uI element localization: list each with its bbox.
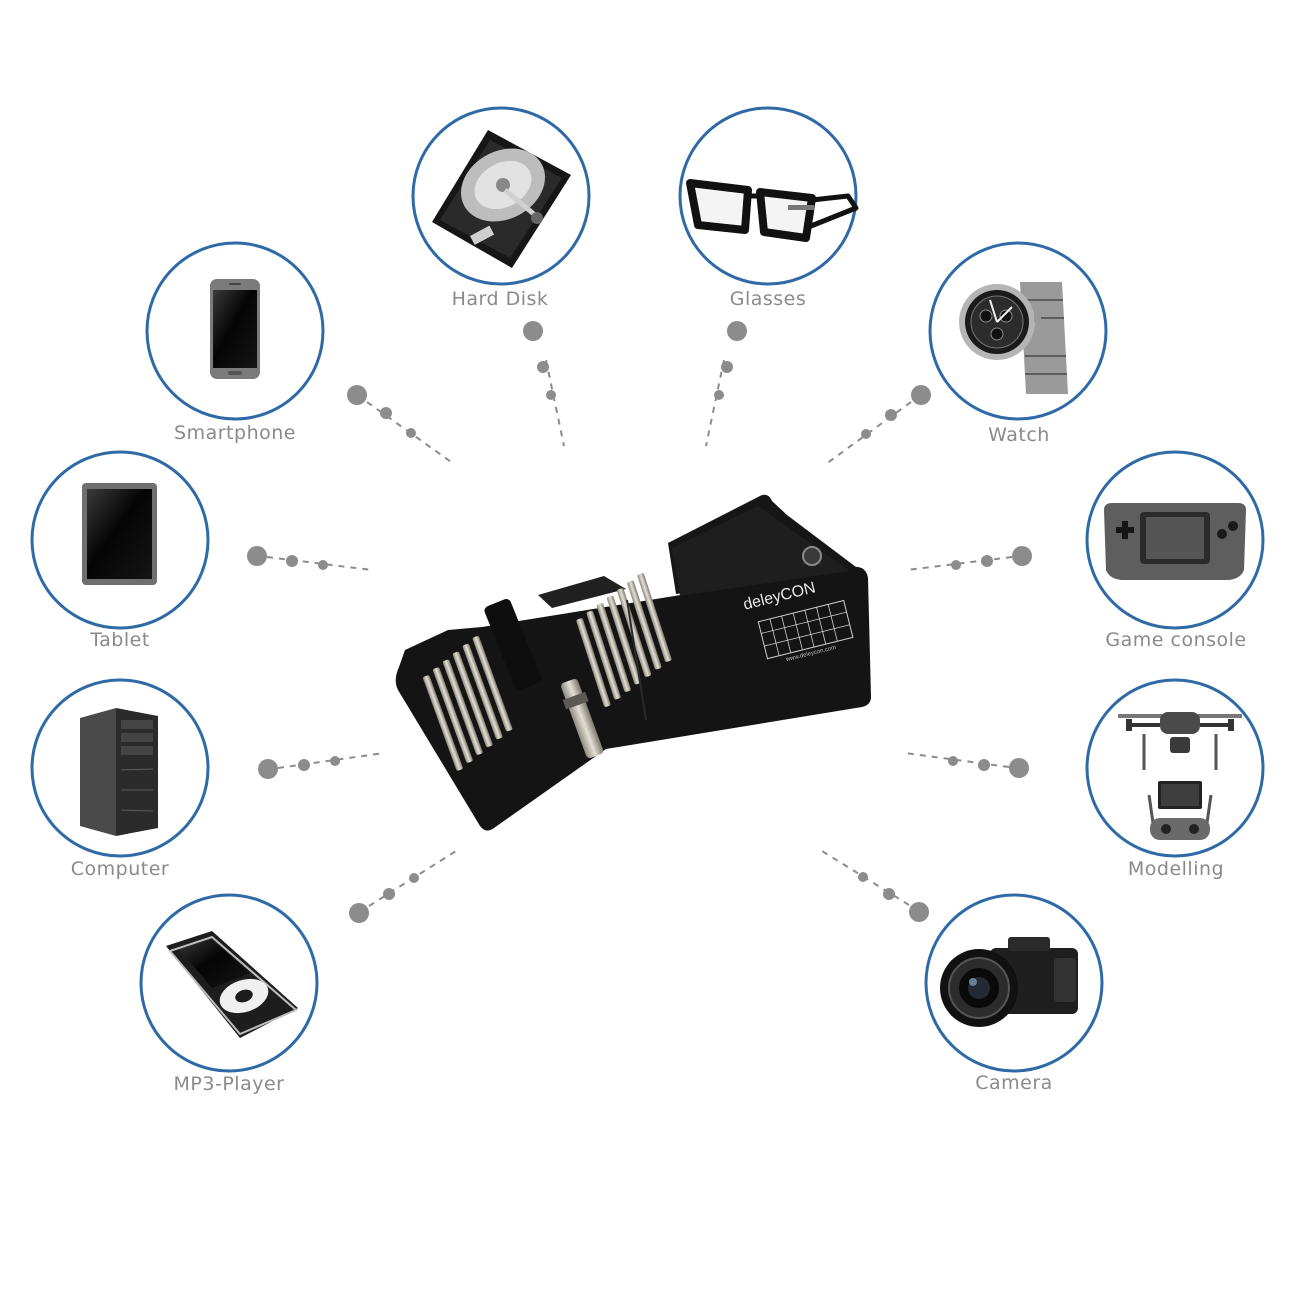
label-computer: Computer	[70, 858, 170, 880]
connector-modelling	[904, 752, 1029, 778]
label-watch: Watch	[988, 424, 1050, 446]
computer-icon	[80, 708, 158, 836]
watch-icon	[959, 282, 1068, 394]
camera-icon	[940, 937, 1078, 1027]
label-mp3-player: MP3-Player	[173, 1073, 285, 1095]
connector-tablet	[247, 546, 373, 571]
mp3-player-icon	[166, 931, 298, 1038]
screwdriver-set-icon: deleyCON www.deleycon.com	[395, 494, 871, 831]
connector-mp3-player	[349, 850, 457, 923]
right-screwdrivers	[576, 573, 672, 707]
label-smartphone: Smartphone	[174, 422, 296, 444]
glasses-icon	[686, 179, 859, 242]
label-hard-disk: Hard Disk	[451, 288, 549, 310]
bit-chart	[757, 599, 854, 660]
connectors	[247, 321, 1032, 923]
label-glasses: Glasses	[729, 288, 807, 310]
connector-game-console	[906, 546, 1032, 571]
game-console-icon	[1104, 503, 1246, 580]
connector-computer	[258, 752, 385, 779]
left-screwdrivers	[423, 636, 604, 771]
label-camera: Camera	[975, 1072, 1053, 1094]
tablet-icon	[82, 483, 157, 585]
connector-watch	[825, 385, 931, 465]
label-tablet: Tablet	[90, 629, 150, 651]
connector-glasses	[705, 321, 747, 447]
label-modelling: Modelling	[1127, 858, 1225, 880]
smartphone-icon	[210, 279, 260, 379]
drone-icon	[1118, 712, 1242, 770]
connector-hard-disk	[523, 321, 565, 447]
hard-disk-icon	[432, 130, 571, 268]
connector-smartphone	[347, 385, 455, 465]
remote-controller-icon	[1147, 781, 1213, 840]
label-game-console: Game console	[1105, 629, 1247, 651]
connector-camera	[821, 850, 929, 922]
